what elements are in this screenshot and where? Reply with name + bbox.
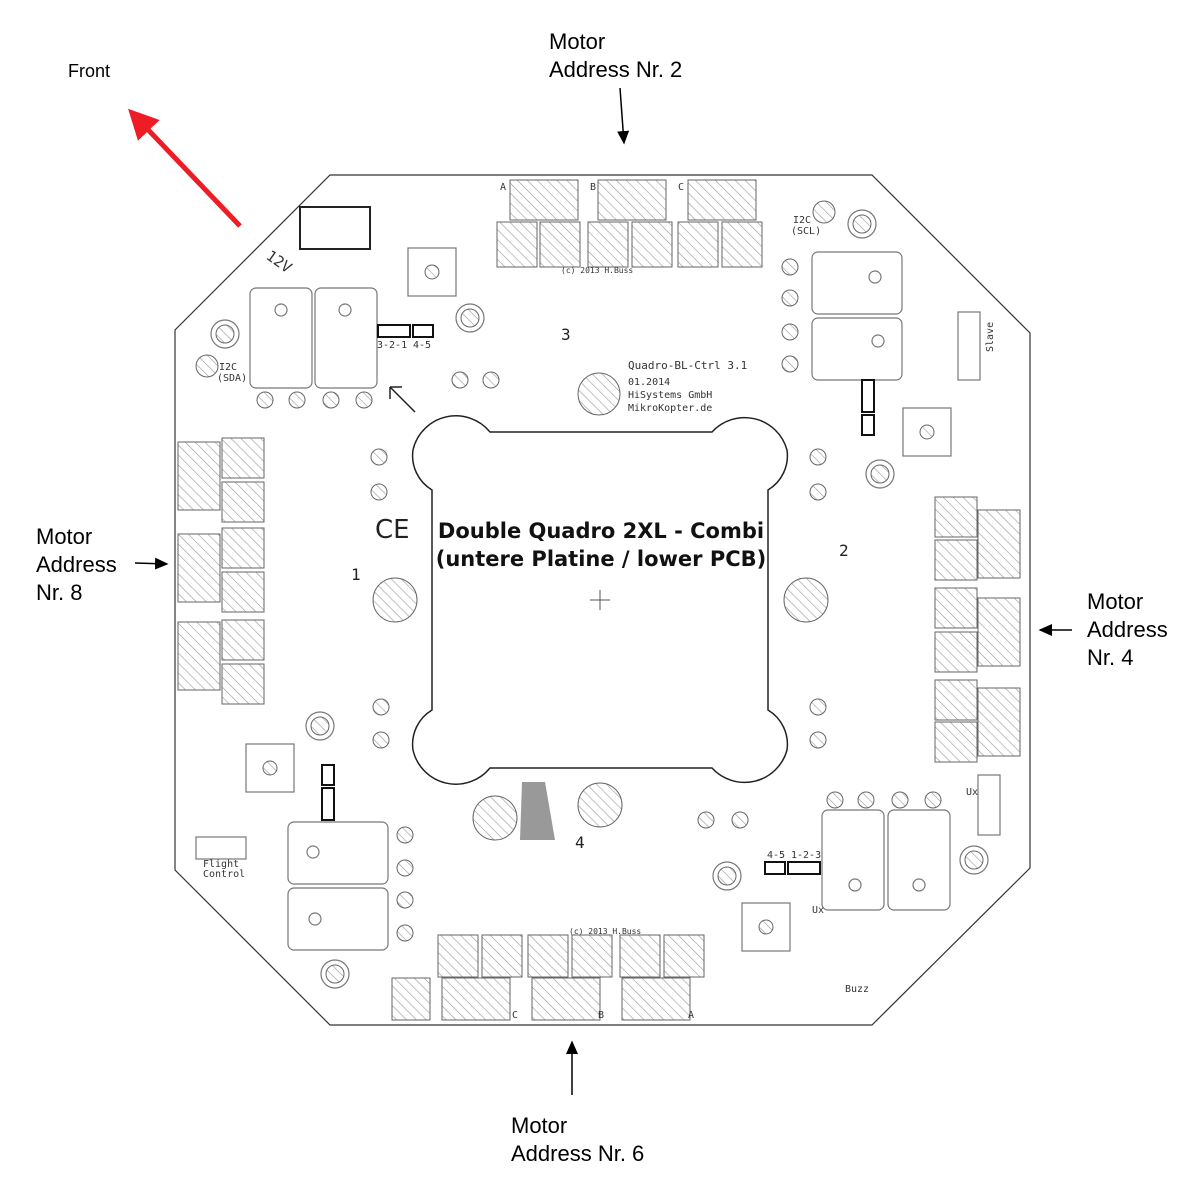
board-info: Quadro-BL-Ctrl 3.1 01.2014 HiSystems Gmb… [628, 359, 747, 414]
motor-number-2: 2 [839, 541, 849, 560]
svg-text:Motor: Motor [549, 29, 605, 54]
svg-text:4-5: 4-5 [767, 850, 785, 861]
copyright-label: (c) 2013 H.Buss [561, 266, 633, 275]
mounting-holes [195, 200, 989, 989]
i2c-sda-label: I2C [219, 362, 237, 373]
buzz-label: Buzz [845, 984, 869, 995]
capacitors [249, 251, 951, 951]
board-title: Double Quadro 2XL - Combi [438, 519, 764, 543]
flight-control-connector [195, 836, 247, 860]
svg-text:Ux: Ux [812, 905, 824, 916]
i2c-scl-label: I2C [793, 215, 811, 226]
svg-text:(SDA): (SDA) [217, 373, 247, 384]
ux-label: Ux [966, 787, 978, 798]
svg-text:Nr. 8: Nr. 8 [36, 580, 82, 605]
front-arrow [128, 108, 242, 228]
flight-control-label: Flight [203, 859, 239, 870]
svg-text:MikroKopter.de: MikroKopter.de [628, 403, 712, 414]
svg-text:A: A [500, 182, 506, 193]
jumper-label: 3-2-1 [377, 340, 407, 351]
svg-text:(SCL): (SCL) [791, 226, 821, 237]
motor-label-6: Motor Address Nr. 6 [511, 1040, 644, 1166]
ux-connector [977, 774, 1001, 836]
svg-text:Motor: Motor [36, 524, 92, 549]
slave-label: Slave [985, 322, 996, 352]
svg-text:Address Nr. 6: Address Nr. 6 [511, 1141, 644, 1166]
svg-text:Nr. 4: Nr. 4 [1087, 645, 1133, 670]
svg-text:01.2014: 01.2014 [628, 377, 670, 388]
board-subtitle: (untere Platine / lower PCB) [436, 547, 767, 571]
svg-text:C: C [678, 182, 684, 193]
svg-text:C: C [512, 1010, 518, 1021]
motor-number-4: 4 [575, 833, 585, 852]
svg-text:A: A [688, 1010, 694, 1021]
arrow-icon [617, 87, 630, 145]
svg-text:Address Nr. 2: Address Nr. 2 [549, 57, 682, 82]
power-stages [177, 179, 1021, 1021]
svg-text:Motor: Motor [511, 1113, 567, 1138]
arrow-icon [134, 557, 169, 570]
power-connector-12v [299, 206, 371, 250]
svg-text:B: B [598, 1010, 604, 1021]
corner-arrow-icon [389, 386, 416, 413]
motor-label-4: Motor Address Nr. 4 [1038, 589, 1168, 670]
front-label: Front [68, 61, 110, 81]
jumpers [321, 324, 875, 875]
svg-text:Control: Control [203, 869, 245, 880]
ce-mark: CE [375, 515, 410, 545]
svg-text:Address: Address [1087, 617, 1168, 642]
buzzer-pad [391, 977, 431, 1021]
motor-number-1: 1 [351, 565, 361, 584]
svg-text:Quadro-BL-Ctrl 3.1: Quadro-BL-Ctrl 3.1 [628, 359, 747, 372]
slave-connector [957, 311, 981, 381]
motor-label-8: Motor Address Nr. 8 [36, 524, 169, 605]
svg-text:1-2-3: 1-2-3 [791, 850, 821, 861]
svg-text:4-5: 4-5 [413, 340, 431, 351]
svg-text:HiSystems GmbH: HiSystems GmbH [628, 390, 712, 401]
motor-label-2: Motor Address Nr. 2 [549, 29, 682, 145]
microcontrollers [245, 247, 952, 952]
motor-number-3: 3 [561, 325, 571, 344]
svg-text:Address: Address [36, 552, 117, 577]
svg-text:(c) 2013 H.Buss: (c) 2013 H.Buss [569, 927, 641, 936]
svg-text:B: B [590, 182, 596, 193]
solder-pads [256, 258, 942, 942]
svg-text:Motor: Motor [1087, 589, 1143, 614]
